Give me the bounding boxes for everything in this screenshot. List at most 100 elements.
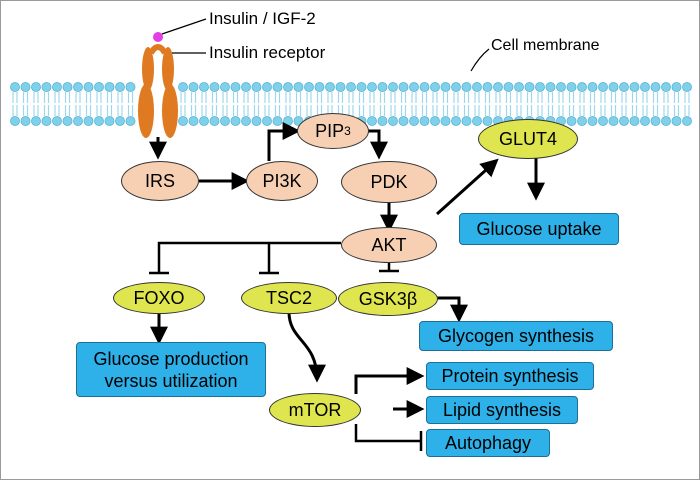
lipid-head bbox=[629, 116, 640, 126]
lipid-head bbox=[682, 82, 692, 92]
node-pdk: PDK bbox=[341, 161, 437, 203]
lipid-head bbox=[115, 82, 125, 92]
lipid-head bbox=[440, 116, 451, 126]
lipid-head bbox=[209, 82, 220, 92]
lipid-head bbox=[524, 82, 535, 92]
lipid-head bbox=[629, 82, 640, 92]
lipid-head bbox=[409, 116, 419, 126]
receptor-label: Insulin receptor bbox=[209, 43, 326, 62]
ligand-label: Insulin / IGF-2 bbox=[209, 9, 316, 28]
lipid-head bbox=[241, 82, 251, 92]
node-mtor: mTOR bbox=[269, 393, 361, 427]
lipid-head bbox=[20, 82, 31, 92]
lipid-head bbox=[577, 82, 587, 92]
box-glucose-uptake: Glucose uptake bbox=[459, 213, 619, 245]
lipid-head bbox=[503, 82, 514, 92]
lipid-head bbox=[409, 82, 419, 92]
cell-membrane-bilayer bbox=[10, 82, 692, 126]
lipid-head bbox=[367, 82, 377, 92]
lipid-head bbox=[293, 82, 304, 92]
arrow-mtor-protein bbox=[354, 367, 425, 394]
lipid-head bbox=[671, 82, 682, 92]
box-protein-synthesis: Protein synthesis bbox=[426, 362, 594, 390]
lipid-head bbox=[388, 82, 398, 92]
lipid-head bbox=[62, 82, 73, 92]
lipid-head bbox=[251, 116, 262, 126]
lipid-head bbox=[31, 116, 41, 126]
lipid-head bbox=[41, 116, 52, 126]
lipid-head bbox=[472, 82, 482, 92]
lipid-head bbox=[188, 82, 199, 92]
lipid-head bbox=[556, 82, 566, 92]
lipid-head bbox=[230, 82, 241, 92]
lipid-head bbox=[650, 82, 661, 92]
lipid-head bbox=[115, 116, 125, 126]
lipid-head bbox=[461, 116, 472, 126]
lipid-head bbox=[493, 82, 503, 92]
lipid-head bbox=[566, 116, 577, 126]
lipid-head bbox=[388, 116, 398, 126]
lipid-head bbox=[262, 116, 272, 126]
lipid-head bbox=[52, 116, 62, 126]
lipid-head bbox=[125, 116, 136, 126]
lipid-head bbox=[682, 116, 692, 126]
lipid-head bbox=[566, 82, 577, 92]
lipid-head bbox=[272, 116, 283, 126]
lipid-head bbox=[220, 82, 230, 92]
lipid-head bbox=[199, 116, 209, 126]
lipid-head bbox=[335, 82, 346, 92]
node-tsc2: TSC2 bbox=[241, 282, 337, 314]
lipid-head bbox=[104, 116, 115, 126]
lipid-head bbox=[94, 116, 104, 126]
lipid-head bbox=[430, 116, 440, 126]
lipid-head bbox=[367, 116, 377, 126]
lipid-head bbox=[125, 82, 136, 92]
lipid-head bbox=[377, 82, 388, 92]
lipid-head bbox=[73, 116, 83, 126]
lipid-head bbox=[545, 82, 556, 92]
lipid-head bbox=[188, 116, 199, 126]
lipid-head bbox=[661, 116, 671, 126]
lipid-head bbox=[304, 82, 314, 92]
lipid-head bbox=[199, 82, 209, 92]
lipid-head bbox=[398, 116, 409, 126]
lipid-head bbox=[346, 82, 356, 92]
inhibition-lines bbox=[149, 241, 423, 451]
lipid-head bbox=[283, 116, 293, 126]
lipid-head bbox=[482, 82, 493, 92]
lipid-head bbox=[608, 116, 619, 126]
membrane-pointer-line bbox=[470, 48, 490, 72]
lipid-head bbox=[241, 116, 251, 126]
box-glycogen-synthesis: Glycogen synthesis bbox=[419, 321, 613, 351]
node-gsk3b: GSK3β bbox=[338, 282, 438, 316]
lipid-head bbox=[10, 82, 20, 92]
lipid-head bbox=[650, 116, 661, 126]
lipid-head bbox=[451, 82, 461, 92]
lipid-head bbox=[209, 116, 220, 126]
node-glut4: GLUT4 bbox=[478, 119, 578, 159]
arrow-pi3k-pip3 bbox=[267, 122, 301, 161]
lipid-head bbox=[598, 82, 608, 92]
lipid-head bbox=[661, 82, 671, 92]
lipid-head bbox=[31, 82, 41, 92]
box-glucose-production: Glucose production versus utilization bbox=[76, 342, 266, 397]
lipid-head bbox=[640, 82, 650, 92]
glucose-production-line1: Glucose production bbox=[93, 348, 249, 369]
lipid-head bbox=[619, 116, 629, 126]
arrow-akt-glut4 bbox=[435, 158, 499, 216]
lipid-head bbox=[62, 116, 73, 126]
lipid-head bbox=[52, 82, 62, 92]
lipid-head bbox=[619, 82, 629, 92]
arrow-tsc2-mtor bbox=[287, 311, 326, 383]
node-irs: IRS bbox=[121, 161, 199, 201]
lipid-head bbox=[598, 116, 608, 126]
node-akt: AKT bbox=[341, 227, 437, 263]
box-autophagy: Autophagy bbox=[426, 429, 550, 457]
lipid-head bbox=[251, 82, 262, 92]
node-foxo: FOXO bbox=[113, 282, 205, 314]
lipid-head bbox=[671, 116, 682, 126]
lipid-head bbox=[20, 116, 31, 126]
lipid-head bbox=[262, 82, 272, 92]
lipid-head bbox=[587, 82, 598, 92]
